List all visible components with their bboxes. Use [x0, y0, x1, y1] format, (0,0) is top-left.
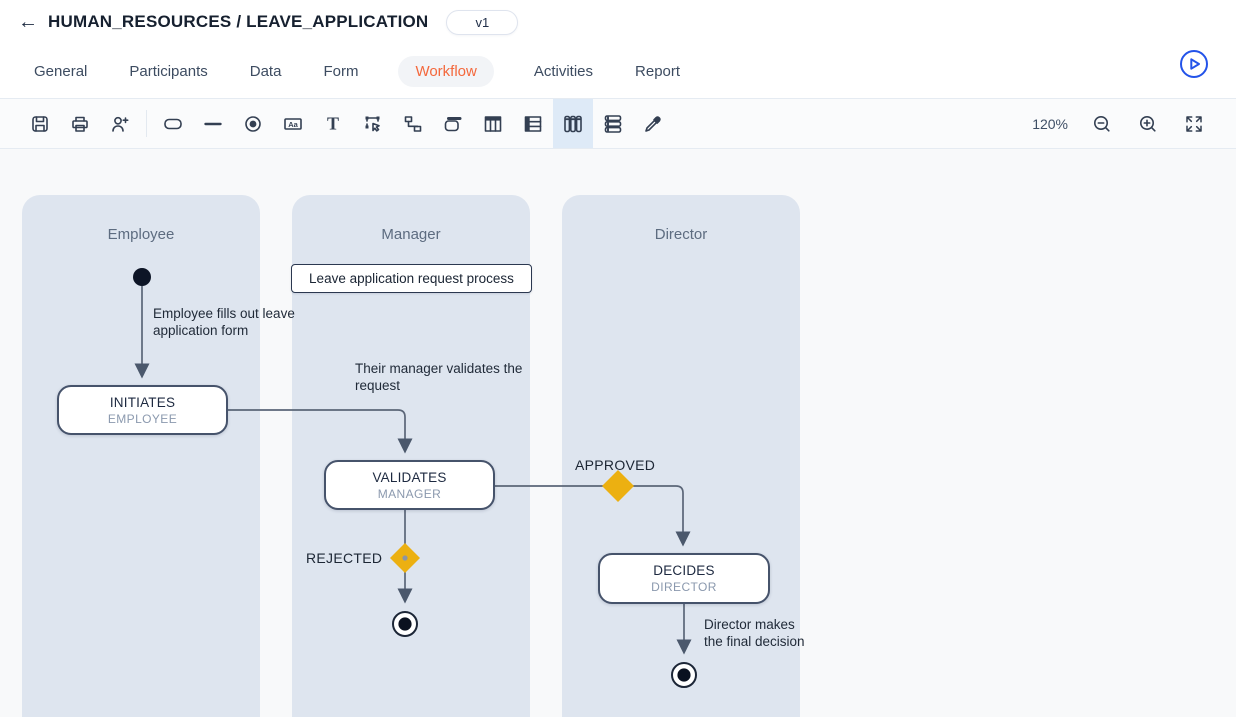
version-badge[interactable]: v1	[446, 9, 519, 35]
tab-bar: General Participants Data Form Workflow …	[0, 44, 1236, 98]
save-icon	[32, 115, 48, 132]
tab-participants[interactable]: Participants	[129, 62, 208, 80]
rounded-rectangle-icon	[164, 118, 182, 129]
guard-label-rejected[interactable]: REJECTED	[306, 550, 383, 566]
final-state-node-director[interactable]	[671, 662, 697, 688]
tab-general[interactable]: General	[34, 62, 88, 80]
add-participant-button[interactable]	[100, 99, 140, 148]
state-participant: EMPLOYEE	[107, 411, 178, 426]
print-button[interactable]	[60, 99, 100, 148]
state-validates[interactable]: VALIDATES MANAGER	[324, 460, 495, 510]
svg-text:T: T	[327, 113, 339, 133]
tab-form[interactable]: Form	[323, 62, 359, 80]
tab-report[interactable]: Report	[635, 62, 681, 80]
flow-connector-tool[interactable]	[393, 99, 433, 148]
label-icon: Aa	[284, 117, 302, 130]
zoom-out-button[interactable]	[1082, 98, 1122, 149]
rounded-rectangle-tool[interactable]	[153, 99, 193, 148]
state-name: DECIDES	[653, 563, 715, 578]
transform-select-icon	[365, 116, 380, 132]
horizontal-lanes-tool[interactable]	[593, 99, 633, 148]
tab-data[interactable]: Data	[249, 62, 282, 80]
table-columns-tool[interactable]	[473, 99, 513, 148]
transition-label-fills-form[interactable]: Employee fills out leave application for…	[153, 306, 295, 338]
toolbar-zoom-group: 120%	[1032, 99, 1214, 148]
add-participant-icon	[112, 116, 129, 132]
zoom-in-icon	[1140, 115, 1156, 132]
transition-label-final-decision[interactable]: Director makes the final decision	[704, 617, 805, 649]
line-icon	[204, 122, 222, 125]
save-button[interactable]	[20, 99, 60, 148]
play-icon	[1180, 50, 1208, 78]
state-participant: MANAGER	[377, 486, 442, 501]
vertical-lanes-icon	[564, 115, 582, 132]
table-rows-tool[interactable]	[513, 99, 553, 148]
transform-select-tool[interactable]	[353, 99, 393, 148]
state-name: INITIATES	[109, 394, 176, 410]
run-workflow-button[interactable]	[1179, 49, 1209, 79]
table-columns-icon	[484, 115, 502, 132]
state-participant: DIRECTOR	[651, 580, 717, 594]
lane-title: Employee	[107, 226, 175, 243]
lane-title: Manager	[381, 226, 441, 243]
process-label[interactable]: Leave application request process	[291, 264, 532, 293]
tab-activities[interactable]: Activities	[533, 62, 594, 80]
final-state-node-manager[interactable]	[392, 611, 418, 637]
horizontal-lanes-icon	[604, 114, 622, 133]
text-icon: T	[327, 113, 339, 133]
guard-label-approved[interactable]: APPROVED	[575, 457, 656, 473]
edge-validates-to-decides[interactable]	[495, 485, 691, 547]
label-tool[interactable]: Aa	[273, 99, 313, 148]
diagram-connectors	[133, 268, 697, 688]
toolbar-separator	[146, 110, 147, 137]
table-rows-icon	[524, 115, 542, 132]
initial-state-node[interactable]	[133, 268, 151, 286]
print-icon	[72, 116, 88, 132]
group-container-tool[interactable]	[433, 99, 473, 148]
lane-director[interactable]: Director	[562, 195, 800, 717]
arrow-left-icon: ←	[18, 10, 38, 33]
zoom-level: 120%	[1032, 115, 1068, 132]
diagram-toolbar: Aa T	[0, 98, 1236, 149]
workflow-canvas[interactable]: Employee Manager Director	[0, 149, 1236, 717]
vertical-lanes-tool[interactable]	[553, 99, 593, 148]
fullscreen-icon	[1186, 115, 1202, 132]
zoom-out-icon	[1094, 115, 1110, 132]
back-button[interactable]: ←	[14, 8, 42, 36]
text-tool[interactable]: T	[313, 99, 353, 148]
state-initiates[interactable]: INITIATES EMPLOYEE	[57, 385, 228, 435]
flow-connector-icon	[404, 115, 422, 132]
approved-decision-diamond[interactable]	[602, 470, 634, 502]
state-decides[interactable]: DECIDES DIRECTOR	[598, 553, 770, 604]
zoom-in-button[interactable]	[1128, 98, 1168, 149]
rejected-diamond-anchor	[402, 555, 408, 561]
state-radio-icon	[245, 115, 261, 132]
state-name: VALIDATES	[372, 469, 447, 485]
transition-label-manager-validates[interactable]: Their manager validates the request	[355, 361, 523, 393]
line-tool[interactable]	[193, 99, 233, 148]
group-container-icon	[444, 116, 462, 131]
eyedropper-tool[interactable]	[633, 99, 673, 148]
svg-text:Aa: Aa	[288, 119, 298, 128]
app-header: ← HUMAN_RESOURCES / LEAVE_APPLICATION v1	[0, 0, 1236, 44]
eyedropper-icon	[645, 115, 661, 132]
lane-title: Director	[654, 226, 708, 243]
state-radio-tool[interactable]	[233, 99, 273, 148]
fullscreen-button[interactable]	[1174, 98, 1214, 149]
tab-workflow[interactable]: Workflow	[398, 55, 494, 87]
edge-initiates-to-validates[interactable]	[228, 409, 413, 454]
breadcrumb-title: HUMAN_RESOURCES / LEAVE_APPLICATION	[48, 12, 429, 31]
